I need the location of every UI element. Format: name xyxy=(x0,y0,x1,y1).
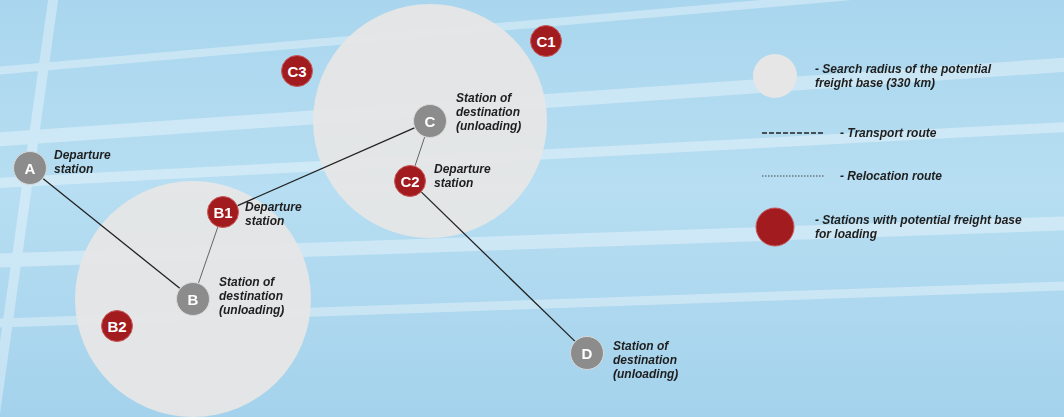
legend-text: - Relocation route xyxy=(840,169,1055,183)
legend-text: - Stations with potential freight base f… xyxy=(815,213,1030,241)
station-role: Departure station xyxy=(54,148,132,176)
station-code: B xyxy=(188,291,199,308)
station-circle: CStation of destination (unloading) xyxy=(413,104,447,138)
station-code: C1 xyxy=(536,33,555,50)
legend-station-sample xyxy=(756,208,794,246)
circle-shape: A xyxy=(13,151,47,185)
station-code: B1 xyxy=(213,204,232,221)
search-radius xyxy=(313,4,547,238)
legend-text: - Search radius of the potential freight… xyxy=(815,62,1030,90)
legend-radius-sample xyxy=(753,54,797,98)
circle-shape: C1 xyxy=(530,25,562,57)
station-circle: DStation of destination (unloading) xyxy=(570,336,604,370)
station-role: Station of destination (unloading) xyxy=(219,275,297,317)
relocation-route xyxy=(199,227,218,283)
station-code: B2 xyxy=(107,318,126,335)
circle-shape: B2 xyxy=(101,310,133,342)
station-code: D xyxy=(582,345,593,362)
freight-base-station: C3 xyxy=(281,55,313,87)
station-circle: ADeparture station xyxy=(13,151,47,185)
station-role: Station of destination (unloading) xyxy=(456,91,534,133)
legend-text: - Transport route xyxy=(840,126,1055,140)
station-role: Departure station xyxy=(434,162,512,190)
station-circle: BStation of destination (unloading) xyxy=(176,282,210,316)
circle-shape: C xyxy=(413,104,447,138)
circle-shape: C2 xyxy=(394,165,426,197)
freight-base-station: B2 xyxy=(101,310,133,342)
freight-base-station: C1 xyxy=(530,25,562,57)
station-code: C xyxy=(425,113,436,130)
legend-relocation-sample xyxy=(762,176,824,177)
station-code: C3 xyxy=(287,63,306,80)
circle-shape: D xyxy=(570,336,604,370)
transport-route xyxy=(43,179,179,289)
station-role: Station of destination (unloading) xyxy=(613,339,691,381)
legend-transport-sample xyxy=(762,132,824,133)
circle-shape: B xyxy=(176,282,210,316)
station-code: A xyxy=(25,160,36,177)
freight-base-station: C2Departure station xyxy=(394,165,426,197)
freight-base-station: B1Departure station xyxy=(207,196,239,228)
transport-route xyxy=(238,128,415,206)
circle-shape: B1 xyxy=(207,196,239,228)
relocation-route xyxy=(415,137,425,166)
station-role: Departure station xyxy=(245,200,323,228)
circle-shape: C3 xyxy=(281,55,313,87)
transport-route xyxy=(421,192,574,341)
station-code: C2 xyxy=(400,173,419,190)
